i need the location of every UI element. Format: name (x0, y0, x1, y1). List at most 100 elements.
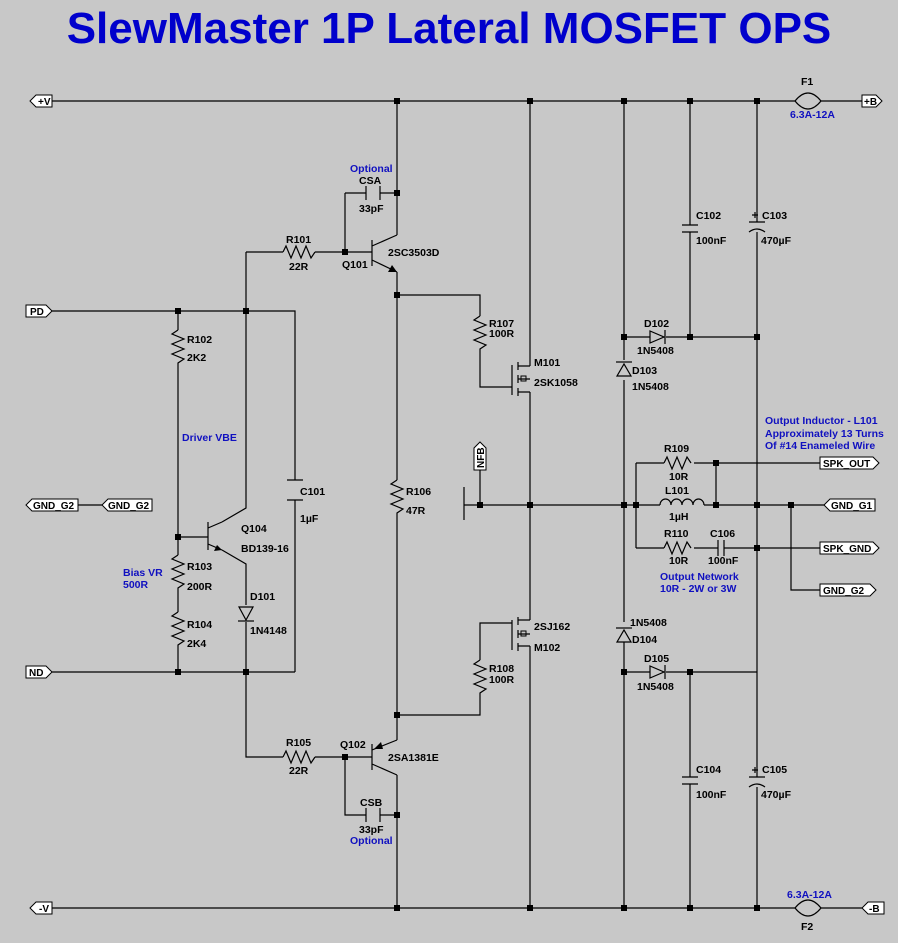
csa-note: Optional (350, 163, 393, 175)
c105-value: 470µF (761, 789, 792, 801)
c102-ref: C102 (696, 210, 721, 222)
csa-ref: CSA (359, 175, 382, 187)
r109-value: 10R (669, 471, 689, 483)
m102-ref: M102 (534, 642, 560, 654)
svg-text:GND_G2: GND_G2 (33, 501, 75, 512)
bias-vr-note-2: 500R (123, 579, 149, 591)
port-spk-out: SPK_OUT (819, 456, 880, 470)
csb-value: 33pF (359, 824, 384, 836)
d104-ref: D104 (632, 634, 657, 646)
svg-text:NFB: NFB (476, 447, 487, 468)
r102-value: 2K2 (187, 352, 206, 364)
port-pos-v: +V (29, 94, 53, 108)
q104-ref: Q104 (241, 523, 267, 535)
resistor-r102-symbol (170, 329, 186, 370)
d105-ref: D105 (644, 653, 669, 665)
l101-ref: L101 (665, 485, 689, 497)
svg-text:GND_G2: GND_G2 (108, 501, 150, 512)
diode-d101-symbol (237, 606, 255, 622)
d103-ref: D103 (632, 365, 657, 377)
csa-value: 33pF (359, 203, 384, 215)
capacitor-csb-symbol (365, 808, 381, 822)
r101-ref: R101 (286, 234, 311, 246)
c103-value: 470µF (761, 235, 792, 247)
port-gnd-g1: GND_G1 (823, 498, 876, 512)
r101-value: 22R (289, 261, 309, 273)
svg-text:ND: ND (29, 668, 43, 679)
page-title: SlewMaster 1P Lateral MOSFET OPS (66, 4, 832, 53)
mosfet-m101-symbol (511, 360, 531, 398)
d102-ref: D102 (644, 318, 669, 330)
transistor-q101-symbol (371, 234, 398, 273)
d103-value: 1N5408 (632, 381, 669, 393)
r109-ref: R109 (664, 443, 689, 455)
c103-ref: C103 (762, 210, 787, 222)
resistor-r104-symbol (170, 611, 186, 652)
r107-ref: R107 (489, 318, 514, 330)
m101-value: 2SK1058 (534, 377, 578, 389)
c101-value: 1µF (300, 513, 319, 525)
capacitor-c103-symbol (748, 212, 766, 233)
r108-ref: R108 (489, 663, 514, 675)
d105-value: 1N5408 (637, 681, 674, 693)
r106-ref: R106 (406, 486, 431, 498)
q104-value: BD139-16 (241, 543, 289, 555)
q101-value: 2SC3503D (388, 247, 440, 259)
f2-ref: F2 (801, 921, 813, 933)
r108-value: 100R (489, 674, 515, 686)
svg-text:SPK_GND: SPK_GND (823, 544, 871, 555)
svg-text:-V: -V (39, 904, 49, 915)
r105-value: 22R (289, 765, 309, 777)
mosfet-m102-symbol (511, 612, 531, 651)
svg-text:SPK_OUT: SPK_OUT (823, 459, 870, 470)
q102-ref: Q102 (340, 739, 366, 751)
capacitor-c105-symbol (748, 767, 766, 788)
c105-ref: C105 (762, 764, 787, 776)
diode-d103-symbol (615, 361, 633, 377)
q101-ref: Q101 (342, 259, 368, 271)
c106-ref: C106 (710, 528, 735, 540)
r106-value: 47R (406, 505, 426, 517)
port-neg-b: -B (861, 901, 885, 915)
port-nd: ND (25, 665, 53, 679)
port-gnd-g2-b: GND_G2 (819, 583, 877, 597)
capacitor-c104-symbol (682, 776, 698, 785)
svg-text:+V: +V (38, 97, 51, 108)
transistor-q104-symbol (207, 521, 223, 551)
r107-value: 100R (489, 328, 515, 340)
port-nfb: NFB (473, 441, 487, 471)
transistor-q102-symbol (371, 739, 398, 776)
c104-ref: C104 (696, 764, 721, 776)
resistor-r107-symbol (472, 315, 488, 352)
f1-ref: F1 (801, 76, 813, 88)
c106-value: 100nF (708, 555, 739, 567)
driver-vbe-note: Driver VBE (182, 432, 237, 444)
c104-value: 100nF (696, 789, 727, 801)
resistor-r105-symbol (282, 749, 316, 765)
r103-ref: R103 (187, 561, 212, 573)
resistor-r101-symbol (282, 244, 316, 260)
svg-text:+B: +B (864, 97, 877, 108)
csb-note: Optional (350, 835, 393, 847)
m102-value: 2SJ162 (534, 621, 570, 633)
q102-value: 2SA1381E (388, 752, 439, 764)
network-note-2: 10R - 2W or 3W (660, 583, 737, 595)
fuse-f1-symbol (794, 92, 822, 110)
r102-ref: R102 (187, 334, 212, 346)
component-labels: F1 6.3A-12A 6.3A-12A F2 Optional CSA 33p… (123, 76, 884, 933)
resistor-r110-symbol (663, 540, 692, 556)
bias-vr-note-1: Bias VR (123, 567, 163, 579)
port-pos-b: +B (861, 94, 883, 108)
fuse-f2-symbol (794, 899, 822, 917)
f1-value: 6.3A-12A (790, 109, 835, 121)
diode-d105-symbol (649, 665, 666, 679)
port-gnd-g2-left: GND_G2 (25, 498, 79, 512)
r110-value: 10R (669, 555, 689, 567)
capacitor-csa-symbol (365, 186, 381, 200)
c102-value: 100nF (696, 235, 727, 247)
inductor-l101-symbol (659, 498, 705, 506)
resistor-r108-symbol (472, 659, 488, 700)
r105-ref: R105 (286, 737, 311, 749)
d101-value: 1N4148 (250, 625, 287, 637)
capacitor-c102-symbol (682, 224, 698, 233)
